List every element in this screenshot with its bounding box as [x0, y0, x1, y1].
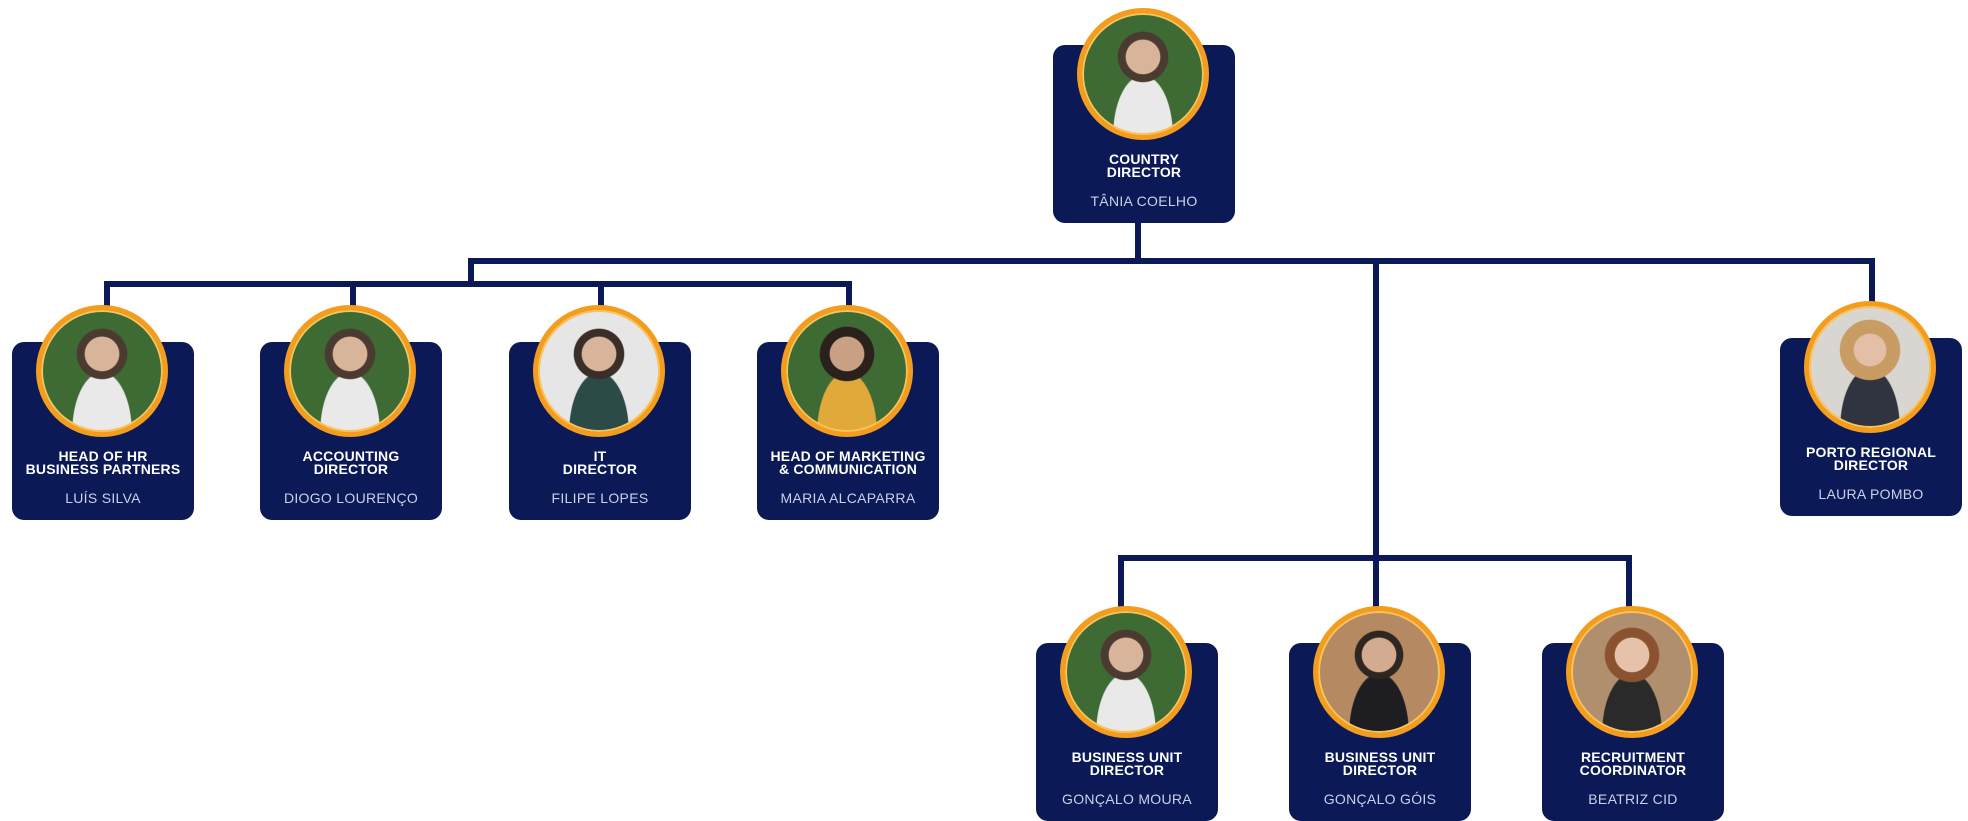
- node-porto-regional-director: PORTO REGIONAL DIRECTOR LAURA POMBO: [1780, 301, 1962, 516]
- node-title: COUNTRY DIRECTOR: [1106, 151, 1182, 180]
- node-title: PORTO REGIONAL DIRECTOR: [1805, 444, 1937, 473]
- node-title: IT DIRECTOR: [562, 448, 638, 477]
- portrait-photo: [1566, 606, 1698, 738]
- portrait-photo: [1313, 606, 1445, 738]
- node-name: LAURA POMBO: [1818, 486, 1924, 502]
- portrait-photo: [36, 305, 168, 437]
- node-head-of-marketing: HEAD OF MARKETING & COMMUNICATION MARIA …: [757, 305, 939, 520]
- portrait-photo: [533, 305, 665, 437]
- portrait-photo: [284, 305, 416, 437]
- portrait-photo: [1077, 8, 1209, 140]
- node-title: HEAD OF HR BUSINESS PARTNERS: [25, 448, 181, 477]
- node-business-unit-director-1: BUSINESS UNIT DIRECTOR GONÇALO MOURA: [1036, 606, 1218, 821]
- node-accounting-director: ACCOUNTING DIRECTOR DIOGO LOURENÇO: [260, 305, 442, 520]
- node-name: FILIPE LOPES: [551, 490, 649, 506]
- node-country-director: COUNTRY DIRECTOR TÂNIA COELHO: [1053, 8, 1235, 223]
- node-it-director: IT DIRECTOR FILIPE LOPES: [509, 305, 691, 520]
- node-name: MARIA ALCAPARRA: [780, 490, 916, 506]
- node-title: BUSINESS UNIT DIRECTOR: [1324, 749, 1436, 778]
- node-title: HEAD OF MARKETING & COMMUNICATION: [770, 448, 926, 477]
- node-title: ACCOUNTING DIRECTOR: [302, 448, 400, 477]
- node-name: LUÍS SILVA: [65, 490, 141, 506]
- node-title: RECRUITMENT COORDINATOR: [1579, 749, 1687, 778]
- node-recruitment-coordinator: RECRUITMENT COORDINATOR BEATRIZ CID: [1542, 606, 1724, 821]
- node-name: GONÇALO MOURA: [1062, 791, 1192, 807]
- node-head-of-hr: HEAD OF HR BUSINESS PARTNERS LUÍS SILVA: [12, 305, 194, 520]
- portrait-photo: [1804, 301, 1936, 433]
- portrait-photo: [781, 305, 913, 437]
- node-name: GONÇALO GÓIS: [1323, 791, 1437, 807]
- node-name: BEATRIZ CID: [1588, 791, 1678, 807]
- node-business-unit-director-2: BUSINESS UNIT DIRECTOR GONÇALO GÓIS: [1289, 606, 1471, 821]
- node-name: DIOGO LOURENÇO: [283, 490, 419, 506]
- node-name: TÂNIA COELHO: [1090, 193, 1198, 209]
- portrait-photo: [1060, 606, 1192, 738]
- node-title: BUSINESS UNIT DIRECTOR: [1071, 749, 1183, 778]
